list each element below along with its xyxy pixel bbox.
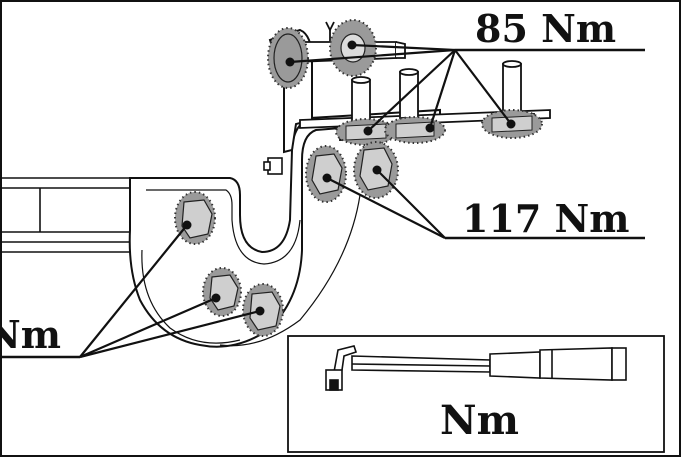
left-arm: [0, 177, 160, 253]
torque-wrench-icon: [325, 345, 627, 391]
fastener-117-left: [305, 145, 347, 203]
stub-bolt: [263, 157, 283, 175]
inset-unit-label: Nm: [440, 397, 519, 444]
label-117-nm: 117 Nm: [462, 196, 630, 241]
fastener-left-top: [174, 191, 216, 245]
label-left-nm: Nm: [0, 312, 61, 357]
fastener-117-right: [353, 141, 399, 199]
label-85-nm: 85 Nm: [475, 6, 616, 51]
arm-contour: [219, 194, 361, 347]
fastener-85-nut-2: [384, 116, 446, 144]
fastener-85-nut-3: [481, 109, 543, 139]
fastener-85-shaft-left: [267, 27, 309, 89]
leader-lines: [0, 43, 645, 359]
inset-panel: Nm: [287, 335, 665, 453]
fastener-85-nut-1: [335, 118, 397, 146]
fastener-left-bottom: [242, 283, 284, 337]
fastener-85-shaft-right: [329, 19, 377, 77]
highlight-group: [174, 19, 543, 337]
fastener-left-mid: [202, 267, 242, 317]
